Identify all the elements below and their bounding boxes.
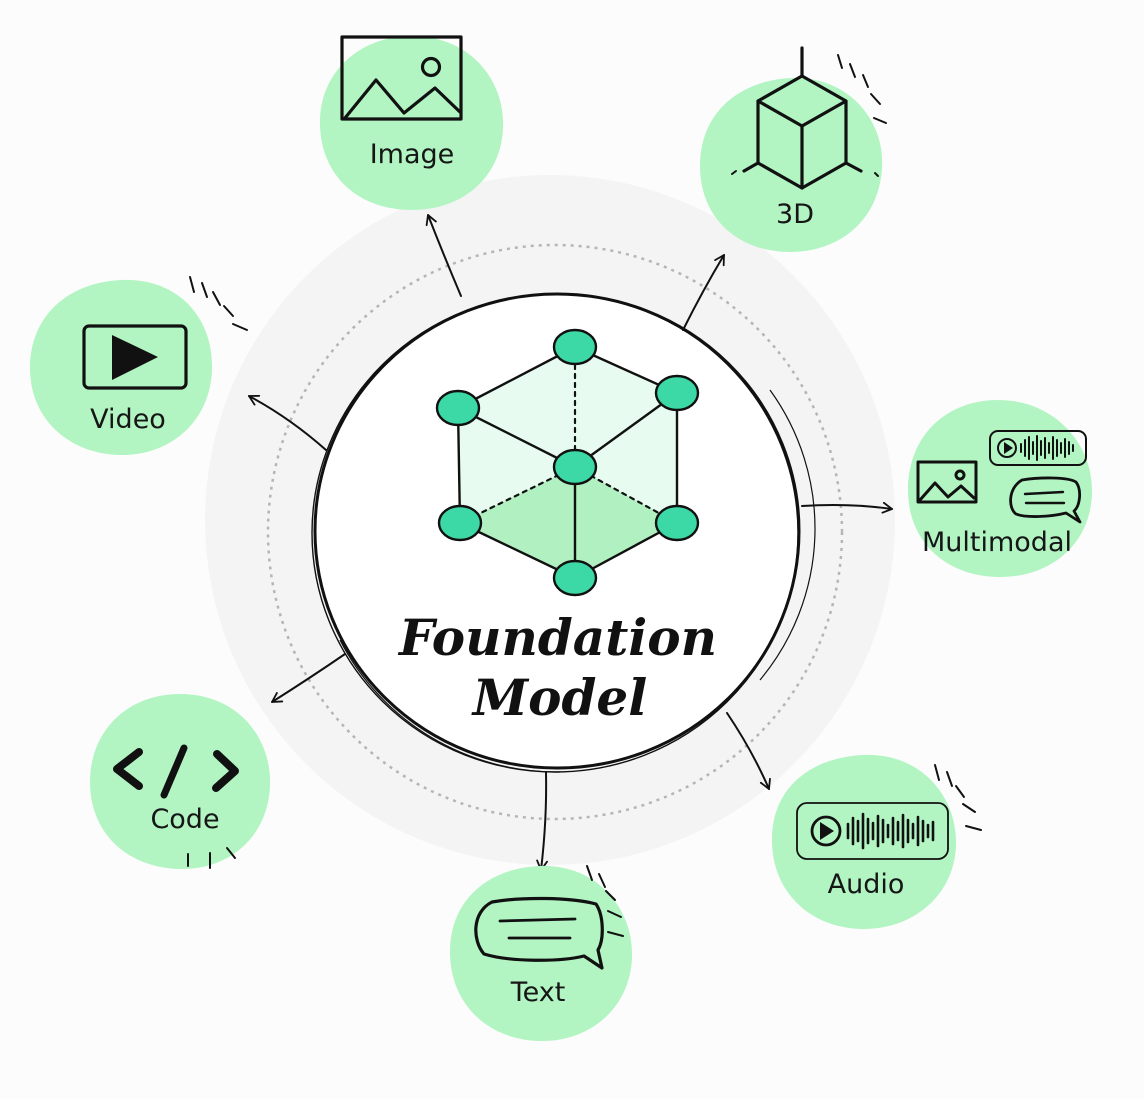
image-icon xyxy=(340,35,463,121)
audio-label: Audio xyxy=(828,869,905,900)
audio-sparkle-marks xyxy=(934,764,982,831)
arrow-to-text xyxy=(536,771,548,871)
node-3d[interactable]: 3D xyxy=(700,46,887,252)
3d-label: 3D xyxy=(776,199,814,230)
video-play-icon xyxy=(82,324,188,390)
node-multimodal[interactable]: Multimodal xyxy=(908,400,1093,578)
multimodal-blob xyxy=(908,400,1093,578)
center-title-line1: Foundation xyxy=(397,608,717,667)
node-audio[interactable]: Audio xyxy=(772,754,982,930)
video-label: Video xyxy=(90,404,166,435)
arrow-to-video xyxy=(248,394,327,451)
text-sparkle-marks xyxy=(586,865,624,937)
dotted-orbit xyxy=(266,243,844,821)
arrow-to-audio xyxy=(726,712,771,790)
multimodal-icon xyxy=(916,430,1087,524)
arrow-to-multimodal xyxy=(801,501,893,514)
image-blob xyxy=(319,36,504,210)
node-video[interactable]: Video xyxy=(30,276,248,456)
audio-waveform-icon xyxy=(796,802,949,860)
arrow-to-code xyxy=(271,653,346,703)
multimodal-label: Multimodal xyxy=(922,527,1072,558)
code-icon xyxy=(113,744,239,799)
node-code[interactable]: Code xyxy=(90,694,271,870)
3d-blob xyxy=(700,77,883,252)
connector-arrows xyxy=(248,214,893,871)
code-blob xyxy=(90,694,271,870)
arrow-to-3d xyxy=(682,254,725,331)
speech-bubble-icon xyxy=(474,896,604,970)
node-text[interactable]: Text xyxy=(450,865,633,1042)
network-cube-icon xyxy=(435,328,700,597)
video-sparkle-marks xyxy=(189,276,248,331)
code-label: Code xyxy=(150,804,219,835)
mini-waveform xyxy=(1020,435,1074,461)
text-label: Text xyxy=(510,977,566,1008)
3d-sparkle-marks xyxy=(731,54,887,177)
waveform-bars xyxy=(846,812,935,850)
text-blob xyxy=(450,865,633,1042)
center-title-line2: Model xyxy=(471,668,647,727)
image-label: Image xyxy=(370,139,455,170)
cube-3d-icon xyxy=(742,46,863,190)
arrow-to-image xyxy=(425,214,462,297)
code-sparkle-marks xyxy=(187,847,236,869)
node-image[interactable]: Image xyxy=(319,35,504,210)
